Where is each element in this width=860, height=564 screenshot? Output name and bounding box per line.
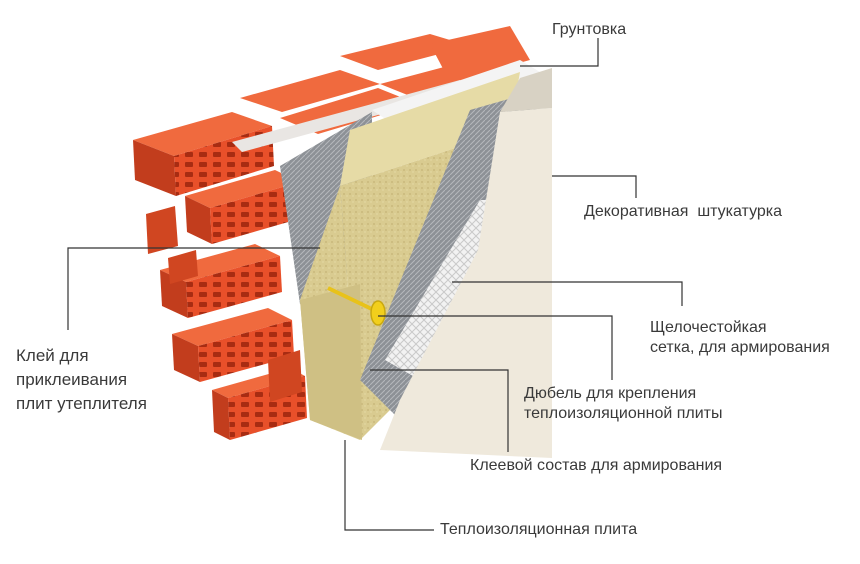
label-insulation-board: Теплоизоляционная плита: [440, 520, 637, 540]
label-board-adhesive: Клей для приклеивания плит утеплителя: [16, 344, 147, 416]
label-primer: Грунтовка: [552, 20, 626, 40]
leader-insulation-board: [345, 440, 434, 530]
leader-primer: [520, 38, 598, 66]
label-reinforcing-adhesive: Клеевой состав для армирования: [470, 456, 722, 476]
brick: [146, 206, 178, 254]
label-dowel: Дюбель для крепления теплоизоляционной п…: [524, 384, 722, 424]
leader-decorative-plaster: [552, 176, 636, 198]
label-decorative-plaster: Декоративная штукатурка: [584, 202, 782, 222]
label-mesh: Щелочестойкая сетка, для армирования: [650, 318, 830, 358]
